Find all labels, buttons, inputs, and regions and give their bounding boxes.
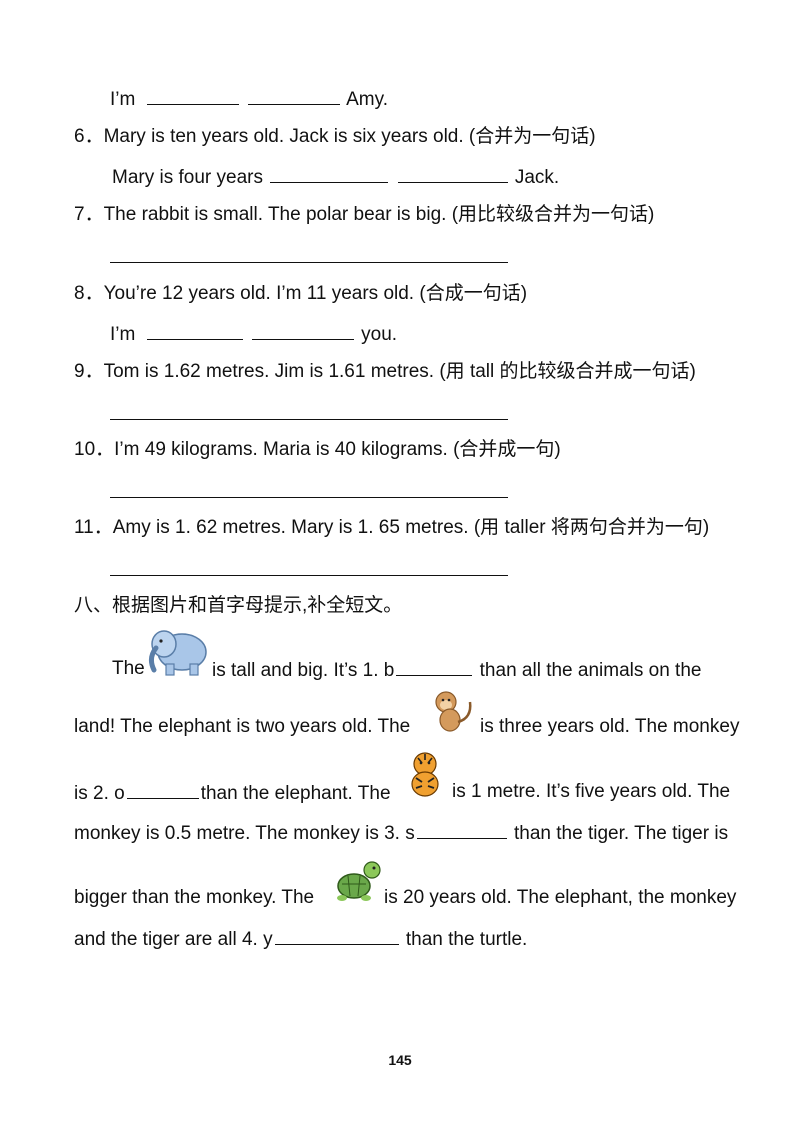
q10-number: 10． xyxy=(74,439,115,460)
question-7: 7．The rabbit is small. The polar bear is… xyxy=(74,203,654,227)
q6-blank-2[interactable] xyxy=(397,164,508,183)
q10-answer-blank[interactable] xyxy=(110,497,508,498)
passage-text: The xyxy=(112,658,145,679)
passage-line-2b: is three years old. The monkey xyxy=(480,715,739,739)
passage-text: is 2. o xyxy=(74,783,125,804)
q7-answer-blank[interactable] xyxy=(110,262,508,263)
q9-answer-blank[interactable] xyxy=(110,419,508,420)
passage-line-1: The xyxy=(112,657,145,681)
q5-blank-2[interactable] xyxy=(247,86,340,105)
q8-text: You’re 12 years old. I’m 11 years old. (… xyxy=(103,283,528,304)
monkey-icon xyxy=(435,691,472,732)
q10-text: I’m 49 kilograms. Maria is 40 kilograms.… xyxy=(114,439,561,460)
passage-text: monkey is 0.5 metre. The monkey is 3. s xyxy=(74,823,415,844)
passage-text: is 1 metre. It’s five years old. The xyxy=(452,781,731,802)
passage-text: than the turtle. xyxy=(405,929,528,950)
q8-suffix: you. xyxy=(361,324,398,345)
question-8: 8．You’re 12 years old. I’m 11 years old.… xyxy=(74,282,527,306)
question-10: 10．I’m 49 kilograms. Maria is 40 kilogra… xyxy=(74,438,561,462)
passage-line-3b: is 1 metre. It’s five years old. The xyxy=(452,780,730,804)
q11-number: 11． xyxy=(74,517,113,538)
passage-text: is tall and big. It’s 1. b xyxy=(212,660,395,681)
q6-suffix: Jack. xyxy=(514,167,560,188)
elephant-icon xyxy=(148,630,207,676)
passage-text: than all the animals on the xyxy=(479,660,702,681)
q9-number: 9． xyxy=(74,361,104,382)
passage-line-2: land! The elephant is two years old. The xyxy=(74,715,410,739)
q6-number: 6． xyxy=(74,126,104,147)
q8-number: 8． xyxy=(74,283,104,304)
q8-blank-2[interactable] xyxy=(251,321,354,340)
turtle-icon xyxy=(337,861,381,901)
q8-blank-1[interactable] xyxy=(146,321,243,340)
q6-blank-1[interactable] xyxy=(270,164,389,183)
q5-prefix: I’m xyxy=(110,89,136,110)
passage-text: is three years old. The monkey xyxy=(480,716,740,737)
q9-text: Tom is 1.62 metres. Jim is 1.61 metres. … xyxy=(103,361,696,382)
question-9: 9．Tom is 1.62 metres. Jim is 1.61 metres… xyxy=(74,360,696,384)
passage-text: than the elephant. The xyxy=(200,783,391,804)
q6-prefix: Mary is four years xyxy=(112,167,263,188)
question-6: 6．Mary is ten years old. Jack is six yea… xyxy=(74,125,596,149)
blank-4-y[interactable] xyxy=(274,926,399,945)
q5-blank-1[interactable] xyxy=(146,86,239,105)
q11-text: Amy is 1. 62 metres. Mary is 1. 65 metre… xyxy=(112,517,710,538)
passage-text: than the tiger. The tiger is xyxy=(514,823,729,844)
question-11: 11．Amy is 1. 62 metres. Mary is 1. 65 me… xyxy=(74,516,709,540)
passage-line-5: bigger than the monkey. The xyxy=(74,886,314,910)
q8-prefix: I’m xyxy=(110,324,136,345)
q5-answer-line: I’m Amy. xyxy=(110,86,388,112)
tiger-icon xyxy=(411,752,439,797)
passage-line-4: monkey is 0.5 metre. The monkey is 3. s … xyxy=(74,820,728,846)
passage-text: is 20 years old. The elephant, the monke… xyxy=(384,887,737,908)
passage-line-5b: is 20 years old. The elephant, the monke… xyxy=(384,886,736,910)
q11-answer-blank[interactable] xyxy=(110,575,508,576)
q7-number: 7． xyxy=(74,204,104,225)
q7-text: The rabbit is small. The polar bear is b… xyxy=(103,204,655,225)
passage-line-6: and the tiger are all 4. y than the turt… xyxy=(74,926,527,952)
passage-line-3: is 2. o than the elephant. The xyxy=(74,780,391,806)
passage-line-1b: is tall and big. It’s 1. b than all the … xyxy=(212,657,701,683)
section-8-title: 八、根据图片和首字母提示,补全短文。 xyxy=(74,595,403,616)
passage-text: land! The elephant is two years old. The xyxy=(74,716,411,737)
passage-text: bigger than the monkey. The xyxy=(74,887,315,908)
blank-2-o[interactable] xyxy=(126,780,199,799)
blank-1-b[interactable] xyxy=(396,657,473,676)
q6-text: Mary is ten years old. Jack is six years… xyxy=(103,126,596,147)
page-number: 145 xyxy=(388,1052,412,1068)
blank-3-s[interactable] xyxy=(416,820,507,839)
q8-answer-line: I’m you. xyxy=(110,321,397,347)
q5-suffix: Amy. xyxy=(346,89,388,110)
q6-answer-line: Mary is four years Jack. xyxy=(112,164,559,190)
passage-text: and the tiger are all 4. y xyxy=(74,929,273,950)
